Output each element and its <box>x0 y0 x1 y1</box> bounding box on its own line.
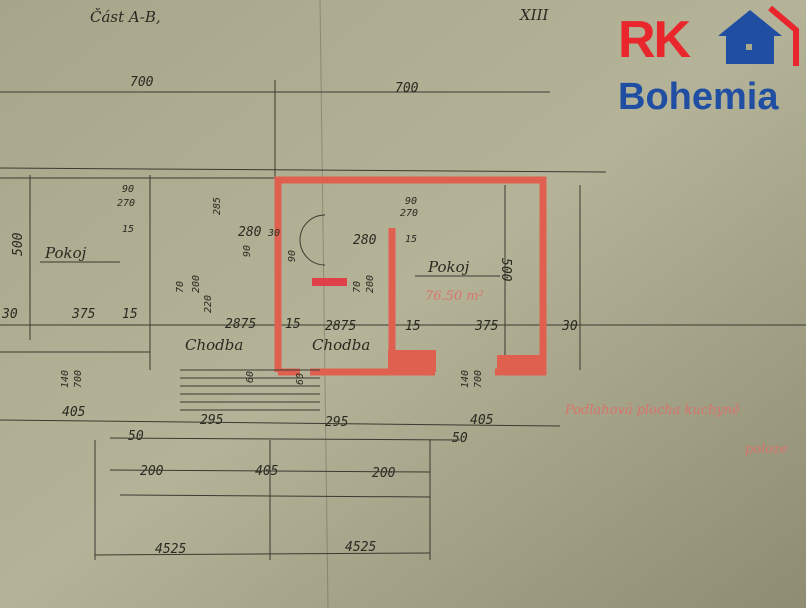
svg-text:200: 200 <box>191 275 202 293</box>
logo-text-rk: RK <box>618 11 691 69</box>
svg-text:15: 15 <box>285 317 301 332</box>
svg-text:15: 15 <box>405 319 421 334</box>
svg-text:90: 90 <box>122 184 134 195</box>
svg-text:280: 280 <box>353 233 377 248</box>
note-line-1: Podlahová plocha kuchyně <box>564 403 740 418</box>
svg-text:405: 405 <box>62 405 86 420</box>
dim-top-left: 700 <box>130 75 154 90</box>
svg-text:500: 500 <box>498 258 513 282</box>
svg-text:70: 70 <box>352 281 363 293</box>
svg-text:280: 280 <box>238 225 262 240</box>
svg-text:500: 500 <box>11 232 26 256</box>
svg-text:15: 15 <box>122 307 138 322</box>
svg-text:4525: 4525 <box>345 540 376 555</box>
house-icon <box>718 6 799 66</box>
svg-text:220: 220 <box>203 295 214 313</box>
svg-text:30: 30 <box>267 228 280 239</box>
svg-text:405: 405 <box>255 464 279 479</box>
title-scribble: Část A-B, <box>90 7 161 26</box>
svg-text:405: 405 <box>470 413 494 428</box>
dimension-labels: 500 500 90 270 15 285 280 30 90 270 280 … <box>1 184 578 557</box>
svg-text:90: 90 <box>242 245 253 257</box>
svg-text:90: 90 <box>287 250 298 262</box>
highlighted-unit-walls <box>274 176 547 376</box>
red-wall-block <box>388 350 436 372</box>
dim-top-right: 700 <box>395 81 419 96</box>
svg-text:140: 140 <box>460 370 471 388</box>
svg-text:15: 15 <box>405 234 417 245</box>
svg-text:140: 140 <box>60 370 71 388</box>
svg-text:50: 50 <box>452 431 468 446</box>
svg-text:90: 90 <box>405 196 417 207</box>
svg-text:270: 270 <box>117 198 135 209</box>
svg-text:15: 15 <box>122 224 134 235</box>
room-label-chodba-center: Chodba <box>312 336 370 354</box>
svg-text:200: 200 <box>365 275 376 293</box>
svg-text:700: 700 <box>473 370 484 388</box>
dimension-lines <box>0 419 561 560</box>
svg-text:375: 375 <box>474 319 499 334</box>
svg-text:295: 295 <box>200 413 224 428</box>
svg-text:60: 60 <box>245 371 256 383</box>
stairs <box>180 369 320 411</box>
room-label-chodba-left: Chodba <box>185 336 243 354</box>
red-door-mark <box>312 278 347 286</box>
svg-text:2875: 2875 <box>325 319 356 334</box>
room-label-pokoj-right: Pokoj <box>427 258 470 276</box>
note-line-2: poloze <box>745 442 788 457</box>
number-scribble: XIII <box>519 6 550 24</box>
red-wall-block <box>497 355 543 373</box>
room-label-pokoj-left: Pokoj <box>44 244 87 262</box>
svg-text:60: 60 <box>295 373 306 385</box>
rk-bohemia-logo: RK Bohemia <box>616 6 802 118</box>
svg-text:30: 30 <box>561 319 578 334</box>
svg-text:2875: 2875 <box>225 317 256 332</box>
stair-arc <box>299 214 326 266</box>
svg-text:375: 375 <box>71 307 96 322</box>
svg-text:70: 70 <box>175 281 186 293</box>
room-area: 76.50 m² <box>425 289 484 304</box>
svg-text:30: 30 <box>1 307 18 322</box>
svg-text:200: 200 <box>372 466 396 481</box>
svg-text:50: 50 <box>128 429 144 444</box>
svg-text:200: 200 <box>140 464 164 479</box>
logo-text-bohemia: Bohemia <box>618 76 779 118</box>
svg-text:285: 285 <box>212 197 223 215</box>
svg-text:700: 700 <box>73 370 84 388</box>
svg-text:270: 270 <box>400 208 418 219</box>
svg-text:295: 295 <box>325 415 349 430</box>
svg-text:4525: 4525 <box>155 542 186 557</box>
